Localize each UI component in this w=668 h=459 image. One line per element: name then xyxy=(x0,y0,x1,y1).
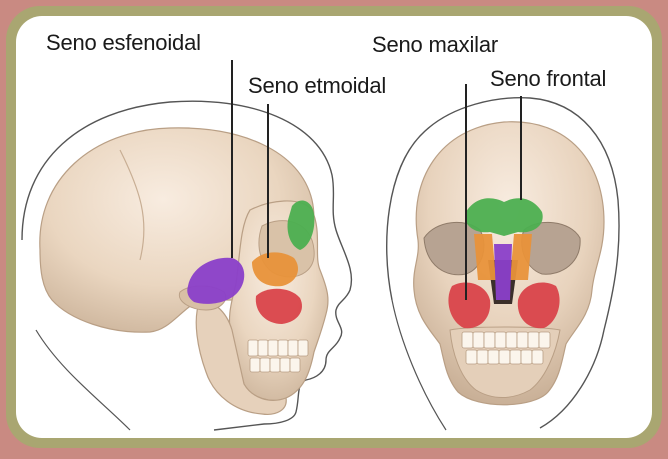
label-frontal-sinus: Seno frontal xyxy=(490,66,606,92)
label-ethmoid-sinus: Seno etmoidal xyxy=(248,73,386,99)
label-maxillary-sinus: Seno maxilar xyxy=(372,32,498,58)
label-sphenoid-sinus: Seno esfenoidal xyxy=(46,30,201,56)
front-sphenoid-sinus xyxy=(494,244,512,300)
front-frontal-sinus xyxy=(465,198,542,236)
